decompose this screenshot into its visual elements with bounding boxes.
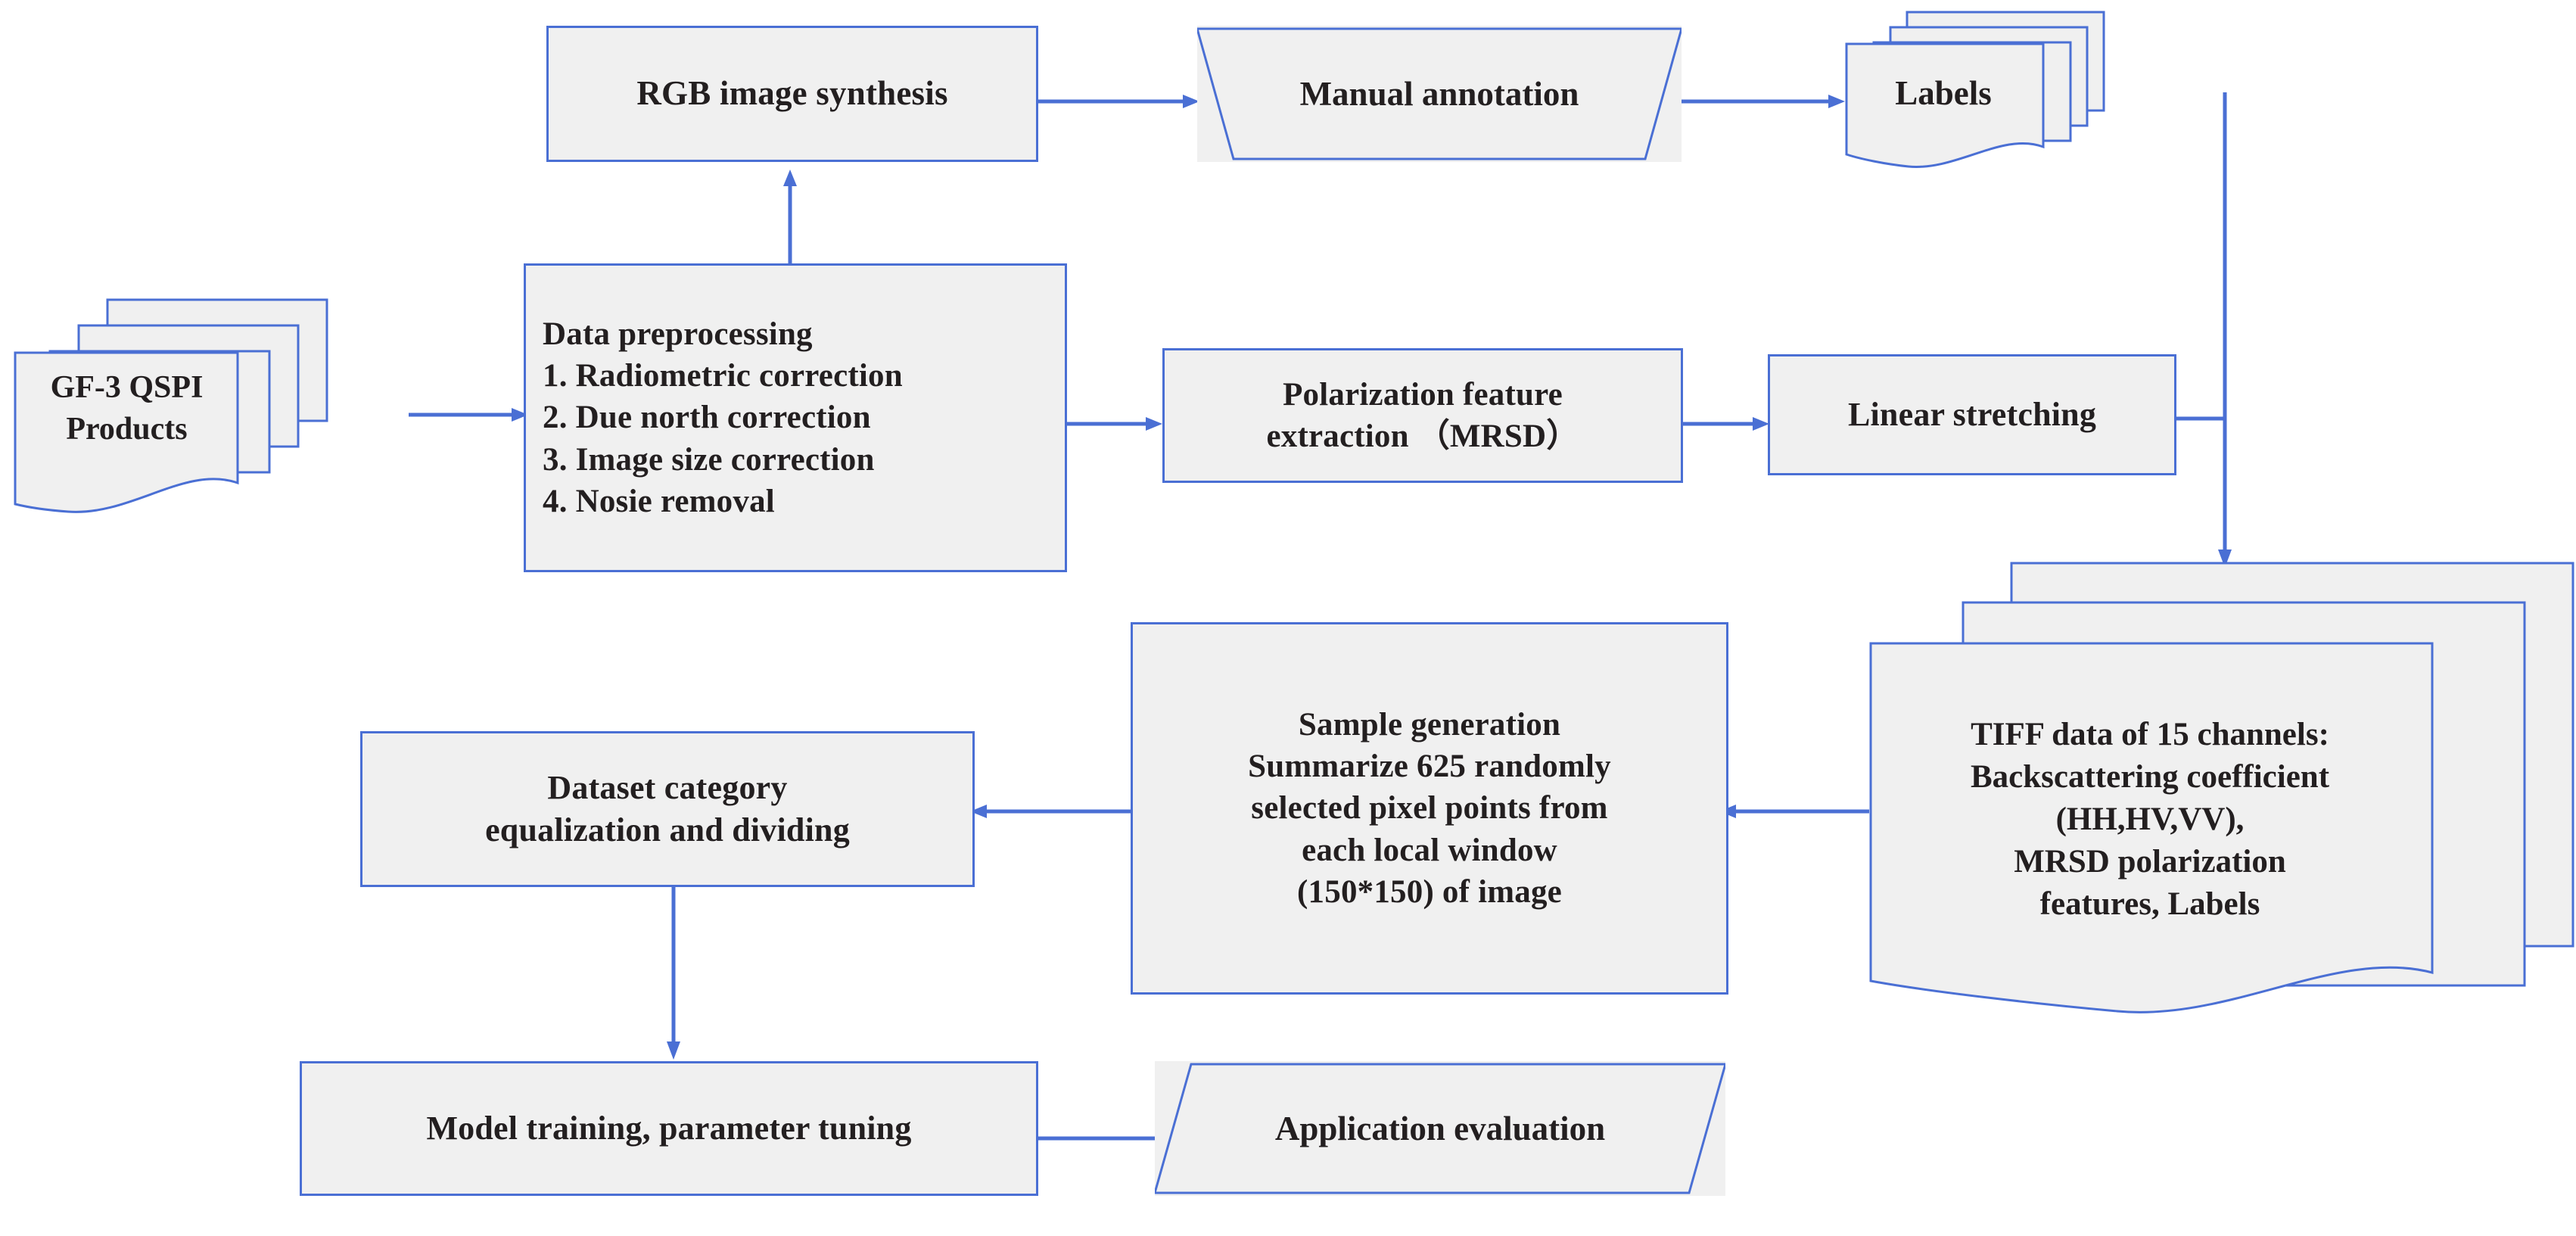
sample-generation-line4: each local window	[1302, 832, 1557, 868]
sample-generation-line1: Sample generation	[1298, 707, 1561, 743]
arrow-manual-annotation-to-labels	[1672, 92, 1846, 111]
node-rgb-image-synthesis[interactable]: RGB image synthesis	[546, 26, 1038, 162]
arrow-rgb-to-manual-annotation	[1038, 92, 1201, 111]
data-preprocessing-step-4: 4. Nosie removal	[543, 483, 775, 519]
data-preprocessing-step-3: 3. Image size correction	[543, 441, 875, 478]
labels-label: Labels	[1895, 73, 1992, 112]
rgb-image-synthesis-label: RGB image synthesis	[636, 74, 948, 113]
arrow-preprocessing-to-polarization	[1066, 415, 1164, 433]
model-training-label: Model training, parameter tuning	[426, 1109, 912, 1147]
tiff-data-line4: MRSD polarization	[2014, 843, 2286, 880]
node-polarization-feature-extraction[interactable]: Polarization feature extraction （MRSD）	[1162, 348, 1683, 483]
node-data-preprocessing[interactable]: Data preprocessing 1. Radiometric correc…	[524, 263, 1067, 572]
node-sample-generation[interactable]: Sample generation Summarize 625 randomly…	[1131, 622, 1728, 995]
manual-annotation-label: Manual annotation	[1299, 75, 1579, 113]
stacked-document-shape	[14, 298, 328, 513]
arrow-sample-generation-to-dataset	[969, 802, 1131, 820]
data-preprocessing-title: Data preprocessing	[543, 316, 813, 353]
node-linear-stretching[interactable]: Linear stretching	[1768, 354, 2176, 475]
node-model-training[interactable]: Model training, parameter tuning	[300, 1061, 1038, 1196]
arrow-polarization-to-linear-stretching	[1682, 415, 1771, 433]
gf3-products-line2: Products	[66, 412, 188, 447]
tiff-data-line3: (HH,HV,VV),	[2055, 802, 2245, 838]
node-tiff-data[interactable]: TIFF data of 15 channels: Backscattering…	[1868, 560, 2576, 1029]
sample-generation-line2: Summarize 625 randomly	[1248, 749, 1611, 785]
linear-stretching-label: Linear stretching	[1847, 395, 2097, 433]
arrow-dataset-to-model-training	[664, 887, 683, 1061]
tiff-data-line1: TIFF data of 15 channels:	[1971, 717, 2329, 753]
data-preprocessing-step-2: 2. Due north correction	[543, 400, 871, 436]
node-gf3-qspi-products[interactable]: GF-3 QSPI Products	[11, 294, 423, 521]
polarization-feature-line2: extraction （MRSD）	[1266, 419, 1579, 454]
application-evaluation-label: Application evaluation	[1274, 1110, 1606, 1147]
arrow-preprocessing-to-rgb	[781, 168, 799, 266]
trapezoid-shape	[1155, 1063, 1725, 1194]
node-manual-annotation[interactable]: Manual annotation	[1197, 26, 1682, 162]
dataset-equalization-line1: Dataset category	[547, 768, 788, 806]
sample-generation-line5: (150*150) of image	[1297, 873, 1562, 910]
sample-generation-line3: selected pixel points from	[1251, 790, 1608, 827]
dataset-equalization-line2: equalization and dividing	[485, 811, 850, 848]
tiff-data-line2: Backscattering coefficient	[1970, 759, 2330, 795]
trapezoid-shape	[1197, 27, 1682, 160]
polarization-feature-line1: Polarization feature	[1283, 376, 1563, 413]
arrow-tiff-to-sample-generation	[1718, 802, 1869, 820]
node-application-evaluation[interactable]: Application evaluation	[1155, 1061, 1725, 1196]
tiff-data-line5: features, Labels	[2039, 886, 2260, 922]
node-labels[interactable]: Labels	[1843, 9, 2169, 172]
data-preprocessing-step-1: 1. Radiometric correction	[543, 358, 903, 394]
stacked-document-shape	[1869, 562, 2574, 1013]
stacked-document-shape	[1845, 11, 2105, 168]
arrow-labels-to-tiff	[2210, 92, 2240, 569]
arrow-gf3-to-preprocessing	[409, 406, 530, 424]
node-dataset-equalization[interactable]: Dataset category equalization and dividi…	[360, 731, 975, 887]
gf3-products-line1: GF-3 QSPI	[50, 370, 204, 406]
